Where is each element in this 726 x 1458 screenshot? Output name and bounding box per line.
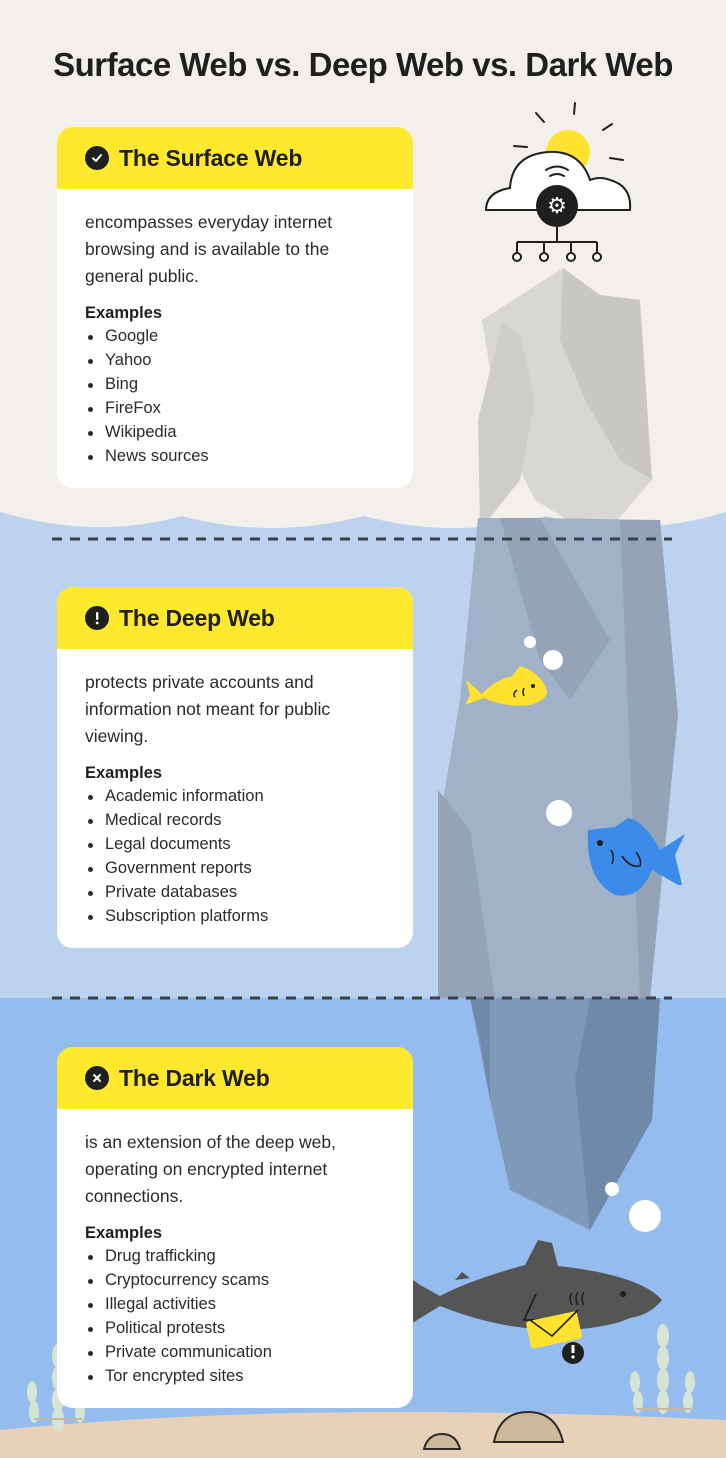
card-header: The Dark Web bbox=[57, 1047, 413, 1109]
list-item: Government reports bbox=[85, 856, 385, 880]
list-item: News sources bbox=[85, 444, 385, 468]
card-description: protects private accounts and informatio… bbox=[85, 672, 331, 746]
rocks bbox=[422, 1410, 565, 1450]
list-item: Private databases bbox=[85, 880, 385, 904]
envelope-icon bbox=[526, 1309, 584, 1364]
list-item: Subscription platforms bbox=[85, 904, 385, 928]
list-item: Wikipedia bbox=[85, 420, 385, 444]
list-item: FireFox bbox=[85, 396, 385, 420]
list-item: Medical records bbox=[85, 808, 385, 832]
examples-list: Drug trafficking Cryptocurrency scams Il… bbox=[85, 1244, 385, 1388]
list-item: Yahoo bbox=[85, 348, 385, 372]
list-item: Drug trafficking bbox=[85, 1244, 385, 1268]
list-item: Google bbox=[85, 324, 385, 348]
examples-label: Examples bbox=[85, 1224, 163, 1242]
examples-label: Examples bbox=[85, 304, 163, 322]
list-item: Tor encrypted sites bbox=[85, 1364, 385, 1388]
yellow-fish bbox=[465, 666, 548, 706]
card-title: The Dark Web bbox=[119, 1064, 270, 1091]
list-item: Private communication bbox=[85, 1340, 385, 1364]
card-description: encompasses everyday internet browsing a… bbox=[85, 212, 333, 286]
list-item: Cryptocurrency scams bbox=[85, 1268, 385, 1292]
x-circle-icon bbox=[85, 1066, 109, 1090]
shark bbox=[388, 1240, 662, 1364]
gear-icon: ⚙ bbox=[547, 194, 567, 219]
cloud-network-icon: ⚙ bbox=[484, 102, 632, 262]
exclamation-circle-icon bbox=[85, 606, 109, 630]
blue-fish bbox=[587, 818, 685, 896]
iceberg bbox=[438, 268, 678, 1230]
list-item: Political protests bbox=[85, 1316, 385, 1340]
examples-label: Examples bbox=[85, 764, 163, 782]
card-title: The Surface Web bbox=[119, 144, 303, 171]
card-header: The Surface Web bbox=[57, 127, 413, 189]
examples-list: Academic information Medical records Leg… bbox=[85, 784, 385, 928]
check-circle-icon bbox=[85, 146, 109, 170]
card-description: is an extension of the deep web, operati… bbox=[85, 1132, 337, 1206]
card-header: The Deep Web bbox=[57, 587, 413, 649]
page-title: Surface Web vs. Deep Web vs. Dark Web bbox=[53, 46, 673, 83]
list-item: Bing bbox=[85, 372, 385, 396]
card-title: The Deep Web bbox=[119, 604, 275, 631]
dark-web-card: The Dark Web is an extension of the deep… bbox=[57, 1047, 413, 1408]
examples-list: Google Yahoo Bing FireFox Wikipedia News… bbox=[85, 324, 385, 468]
bubbles bbox=[524, 636, 661, 1232]
surface-web-card: The Surface Web encompasses everyday int… bbox=[57, 127, 413, 488]
list-item: Illegal activities bbox=[85, 1292, 385, 1316]
list-item: Legal documents bbox=[85, 832, 385, 856]
deep-web-card: The Deep Web protects private accounts a… bbox=[57, 587, 413, 948]
seaweed bbox=[27, 1324, 695, 1432]
list-item: Academic information bbox=[85, 784, 385, 808]
